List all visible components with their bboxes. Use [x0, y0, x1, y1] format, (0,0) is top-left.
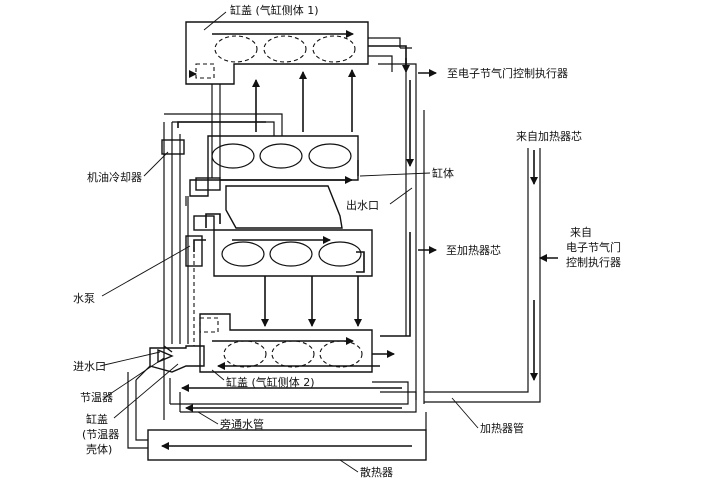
- label-from-heater: 来自加热器芯: [516, 129, 582, 143]
- label-bypass: 旁通水管: [220, 417, 264, 431]
- cylinder-head-1: [185, 21, 369, 85]
- label-head-thermo-l2: (节温器: [82, 428, 119, 441]
- label-thermostat: 节温器: [80, 391, 113, 404]
- label-outlet: 出水口: [346, 198, 379, 212]
- label-radiator: 散热器: [360, 465, 393, 479]
- label-from-throttle-l3: 控制执行器: [566, 255, 621, 269]
- cylinder-head-2: [199, 313, 395, 373]
- block-to-head2-arrows: [261, 276, 362, 327]
- label-oil-cooler: 机油冷却器: [87, 170, 142, 184]
- label-to-heater: 至加热器芯: [446, 243, 501, 257]
- label-heater-pipe: 加热器管: [480, 421, 524, 435]
- radiator: [147, 412, 427, 461]
- label-head-thermo-l1: 缸盖: [86, 412, 108, 426]
- label-from-throttle-l2: 电子节气门: [566, 240, 621, 254]
- label-inlet: 进水口: [73, 360, 106, 373]
- label-head-thermo-l3: 壳体): [86, 442, 112, 456]
- heater-lines: [424, 148, 558, 403]
- label-head2: 缸盖 (气缸侧体 2): [226, 375, 315, 389]
- label-head1: 缸盖 (气缸侧体 1): [230, 3, 319, 17]
- right-piping: [169, 72, 437, 413]
- label-block: 缸体: [432, 166, 454, 180]
- bypass-pipe: [127, 365, 151, 449]
- oil-cooler: [161, 139, 185, 155]
- label-from-throttle-l1: 来自: [570, 226, 592, 239]
- label-pump: 水泵: [73, 292, 95, 305]
- label-to-throttle: 至电子节气门控制执行器: [447, 66, 568, 80]
- thermostat-housing: [149, 345, 205, 373]
- block-to-head1-arrows: [252, 69, 356, 132]
- cylinder-block: [189, 135, 373, 277]
